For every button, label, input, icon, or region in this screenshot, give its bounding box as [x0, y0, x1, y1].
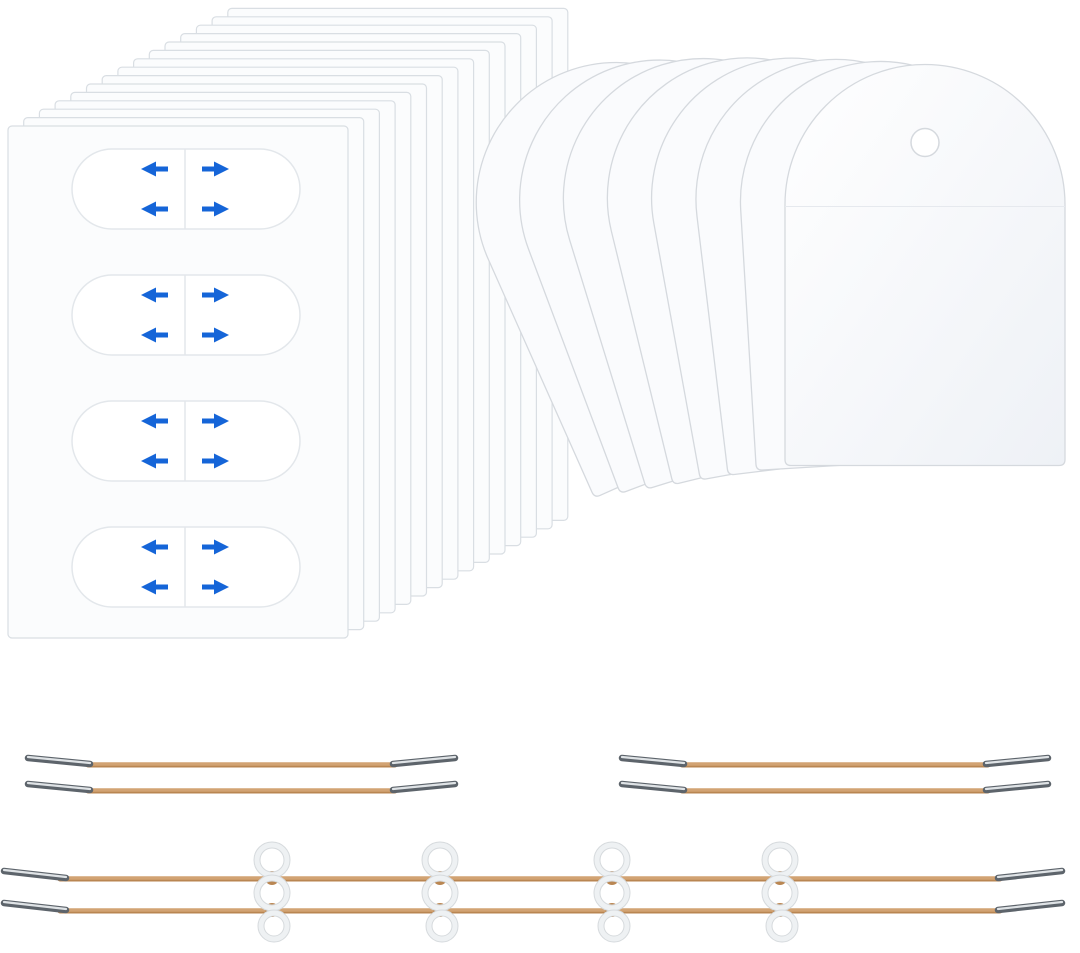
short-elastic-cord: [24, 754, 459, 768]
plastic-ring: [761, 874, 799, 912]
ring-body: [258, 910, 290, 942]
tag-body: [784, 63, 1066, 467]
long-elastic-cord: [0, 867, 1066, 885]
metal-tip-shine: [620, 781, 686, 791]
ring-body: [422, 842, 458, 878]
long-elastic-cord: [0, 899, 1066, 917]
ring-body: [426, 910, 458, 942]
plastic-ring: [253, 874, 291, 912]
ring-body: [254, 842, 290, 878]
adhesive-strip: [71, 400, 301, 482]
ring-body: [766, 910, 798, 942]
blank-tag: [784, 63, 1066, 467]
adhesive-strip: [71, 274, 301, 356]
metal-tip-shine: [984, 755, 1050, 765]
short-elastic-cord: [24, 780, 459, 794]
plastic-ring: [421, 841, 459, 879]
ring-body: [762, 875, 798, 911]
metal-tip-shine: [2, 868, 68, 879]
tag-hole: [910, 127, 940, 158]
ring-body: [598, 910, 630, 942]
ring-body: [422, 875, 458, 911]
plastic-ring: [597, 909, 631, 943]
metal-tip-shine: [984, 781, 1050, 791]
short-elastic-cord: [618, 780, 1052, 794]
metal-tip-shine: [26, 755, 92, 765]
adhesive-strip: [71, 526, 301, 608]
plastic-ring: [593, 841, 631, 879]
metal-tip-shine: [996, 868, 1064, 879]
blank-tag-stack: [475, 57, 1066, 497]
short-elastic-cord: [618, 754, 1052, 768]
metal-tip-shine: [996, 900, 1064, 911]
plastic-ring: [425, 909, 459, 943]
strip-body: [71, 274, 301, 356]
strip-body: [71, 400, 301, 482]
ring-body: [254, 875, 290, 911]
sticker-sheet: [7, 125, 349, 639]
metal-tip-shine: [391, 755, 457, 765]
plastic-ring: [253, 841, 291, 879]
ring-body: [762, 842, 798, 878]
metal-tip-shine: [26, 781, 92, 791]
strip-body: [71, 148, 301, 230]
plastic-ring: [257, 909, 291, 943]
adhesive-sticker-sheet-stack: [7, 7, 569, 639]
plastic-ring: [593, 874, 631, 912]
ring-body: [594, 842, 630, 878]
metal-tip-shine: [2, 900, 68, 911]
metal-tip-shine: [391, 781, 457, 791]
metal-tip-shine: [620, 755, 686, 765]
plastic-ring: [421, 874, 459, 912]
plastic-ring: [765, 909, 799, 943]
ring-body: [594, 875, 630, 911]
adhesive-strip: [71, 148, 301, 230]
plastic-ring: [761, 841, 799, 879]
elastic-cord-set: [0, 754, 1066, 943]
strip-body: [71, 526, 301, 608]
